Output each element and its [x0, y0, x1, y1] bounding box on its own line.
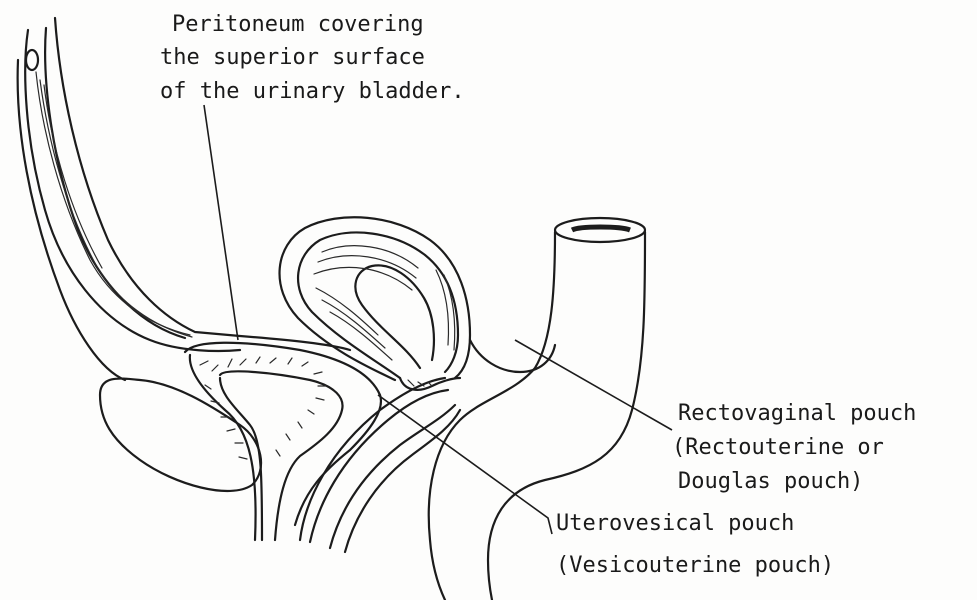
rectum — [429, 218, 645, 600]
urinary-bladder — [185, 343, 381, 540]
label-uterovesical: Uterovesical pouch (Vesicouterine pouch) — [556, 511, 834, 578]
leader-rectovaginal — [515, 340, 672, 430]
leader-lines — [204, 105, 672, 534]
label-uterovesical-line-1: Uterovesical pouch — [556, 511, 794, 536]
label-rectovaginal: Rectovaginal pouch (Rectouterine or Doug… — [672, 401, 916, 494]
label-peritoneum: Peritoneum covering the superior surface… — [160, 12, 465, 104]
leader-peritoneum — [204, 105, 238, 340]
label-rectovaginal-line-2: (Rectouterine or — [672, 435, 884, 460]
label-peritoneum-line-3: of the urinary bladder. — [160, 79, 465, 104]
label-peritoneum-line-1: Peritoneum covering — [172, 12, 424, 37]
label-rectovaginal-line-3: Douglas pouch) — [678, 469, 863, 494]
uterus — [280, 217, 470, 390]
anterior-abdominal-wall — [18, 18, 350, 380]
label-rectovaginal-line-1: Rectovaginal pouch — [678, 401, 916, 426]
label-peritoneum-line-2: the superior surface — [160, 45, 425, 70]
pubic-symphysis — [100, 379, 261, 491]
label-uterovesical-line-2: (Vesicouterine pouch) — [556, 553, 834, 578]
